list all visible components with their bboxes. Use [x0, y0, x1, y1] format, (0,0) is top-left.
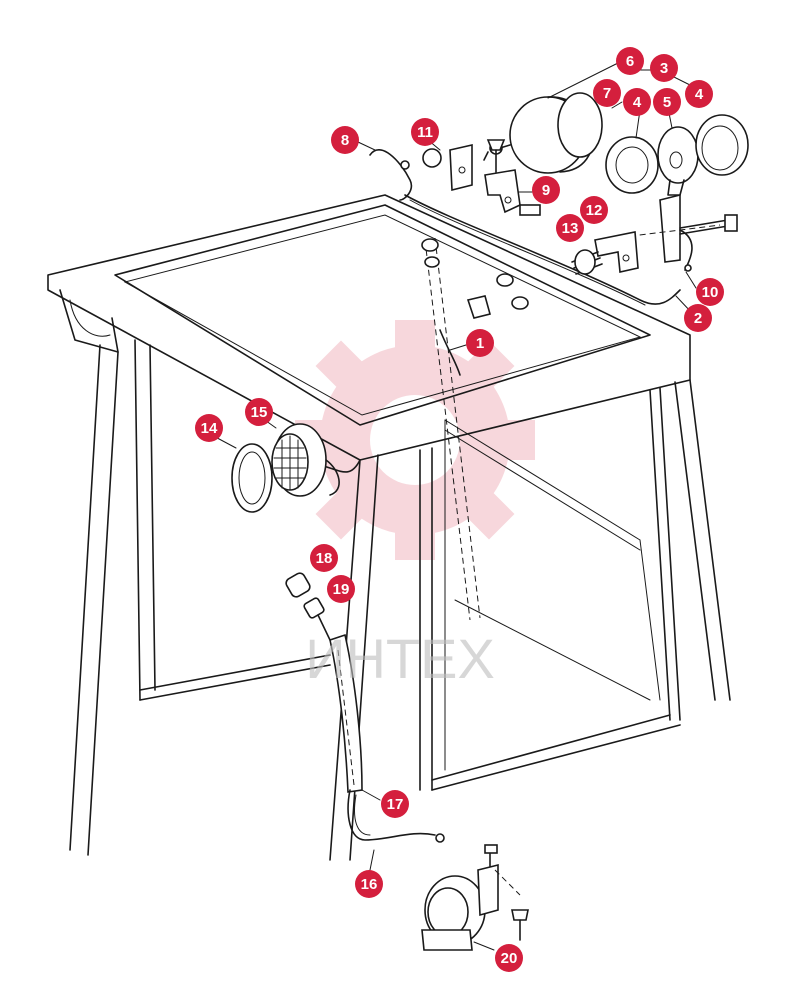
lamp-lens-4b — [695, 114, 749, 176]
svg-text:16: 16 — [361, 876, 378, 893]
svg-text:15: 15 — [251, 404, 268, 421]
headlamp-ring-14 — [231, 443, 273, 513]
callout-8: 8 — [331, 126, 359, 154]
wire-16 — [347, 789, 445, 843]
svg-text:4: 4 — [633, 94, 642, 111]
callout-18: 18 — [310, 544, 338, 572]
svg-text:3: 3 — [660, 60, 668, 77]
callout-14: 14 — [195, 414, 223, 442]
spring-13 — [571, 249, 603, 275]
roof-hardware — [421, 238, 529, 376]
callout-3: 3 — [650, 54, 678, 82]
callout-6: 6 — [616, 47, 644, 75]
callout-1: 1 — [466, 329, 494, 357]
bracket-11 — [422, 143, 473, 192]
svg-text:14: 14 — [201, 420, 218, 437]
bracket-12 — [594, 231, 639, 273]
svg-text:6: 6 — [626, 53, 634, 70]
svg-text:12: 12 — [586, 202, 603, 219]
callout-7: 7 — [593, 79, 621, 107]
svg-text:9: 9 — [542, 182, 550, 199]
lamp-bulb-holder-5 — [657, 126, 699, 196]
callout-16: 16 — [355, 870, 383, 898]
cab-frame — [47, 194, 731, 861]
cable-end-10 — [679, 229, 693, 272]
callout-19: 19 — [327, 575, 355, 603]
svg-text:10: 10 — [702, 284, 719, 301]
bracket-9 — [484, 139, 541, 216]
work-lamp-rear — [483, 92, 603, 174]
svg-text:8: 8 — [341, 132, 349, 149]
watermark-text: ИНТЕХ — [305, 627, 495, 690]
svg-text:17: 17 — [387, 796, 404, 813]
headlamp-15 — [271, 423, 340, 497]
callout-10: 10 — [696, 278, 724, 306]
svg-text:18: 18 — [316, 550, 333, 567]
lamp-20 — [421, 844, 529, 951]
svg-text:4: 4 — [695, 86, 704, 103]
svg-text:2: 2 — [694, 310, 702, 327]
callout-17: 17 — [381, 790, 409, 818]
callout-5: 5 — [653, 88, 681, 116]
svg-text:13: 13 — [562, 220, 579, 237]
callout-4a: 4 — [623, 88, 651, 116]
svg-text:7: 7 — [603, 85, 611, 102]
callout-9: 9 — [532, 176, 560, 204]
bulb-18 — [285, 572, 311, 598]
svg-text:20: 20 — [501, 950, 518, 967]
callout-11: 11 — [411, 118, 439, 146]
svg-text:19: 19 — [333, 581, 350, 598]
callout-4b: 4 — [685, 80, 713, 108]
callout-20: 20 — [495, 944, 523, 972]
svg-text:11: 11 — [417, 124, 433, 141]
svg-text:1: 1 — [476, 335, 484, 352]
callout-2: 2 — [684, 304, 712, 332]
roof-wire-harness — [369, 149, 681, 306]
callout-12: 12 — [580, 196, 608, 224]
watermark-gear-icon — [295, 320, 535, 560]
svg-text:5: 5 — [663, 94, 671, 111]
callout-15: 15 — [245, 398, 273, 426]
lamp-lens-4a — [605, 136, 659, 194]
socket-19 — [303, 597, 331, 641]
callout-13: 13 — [556, 214, 584, 242]
